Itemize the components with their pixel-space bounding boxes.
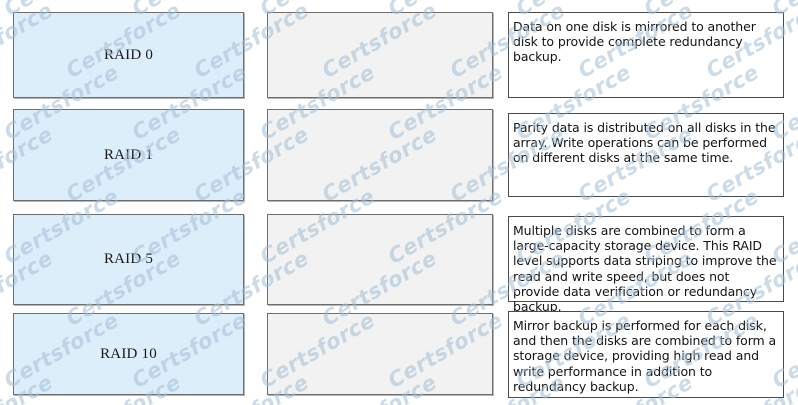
raid-level-label: RAID 1 [103, 146, 154, 163]
description-text: Data on one disk is mirrored to another … [513, 19, 756, 65]
description-text: Parity data is distributed on all disks … [513, 120, 776, 166]
raid-level-label: RAID 5 [103, 251, 154, 267]
description-box-1: Parity data is distributed on all disks … [508, 113, 784, 197]
description-box-3: Mirror backup is performed for each disk… [508, 311, 784, 398]
raid-level-label: RAID 0 [103, 46, 154, 63]
drop-zone-3[interactable] [267, 313, 493, 395]
drop-zone-0[interactable] [267, 12, 493, 98]
description-text: Mirror backup is performed for each disk… [513, 318, 777, 394]
description-text: Multiple disks are combined to form a la… [513, 223, 777, 315]
raid-level-tile-2[interactable]: RAID 5 [13, 214, 244, 305]
description-box-0: Data on one disk is mirrored to another … [508, 12, 784, 98]
drop-zone-1[interactable] [267, 109, 493, 201]
raid-level-label: RAID 10 [100, 345, 157, 362]
raid-level-tile-0[interactable]: RAID 0 [13, 12, 244, 98]
drop-zone-2[interactable] [267, 214, 493, 305]
description-box-2: Multiple disks are combined to form a la… [508, 216, 784, 314]
raid-level-tile-3[interactable]: RAID 10 [13, 313, 244, 395]
raid-level-tile-1[interactable]: RAID 1 [13, 109, 244, 201]
